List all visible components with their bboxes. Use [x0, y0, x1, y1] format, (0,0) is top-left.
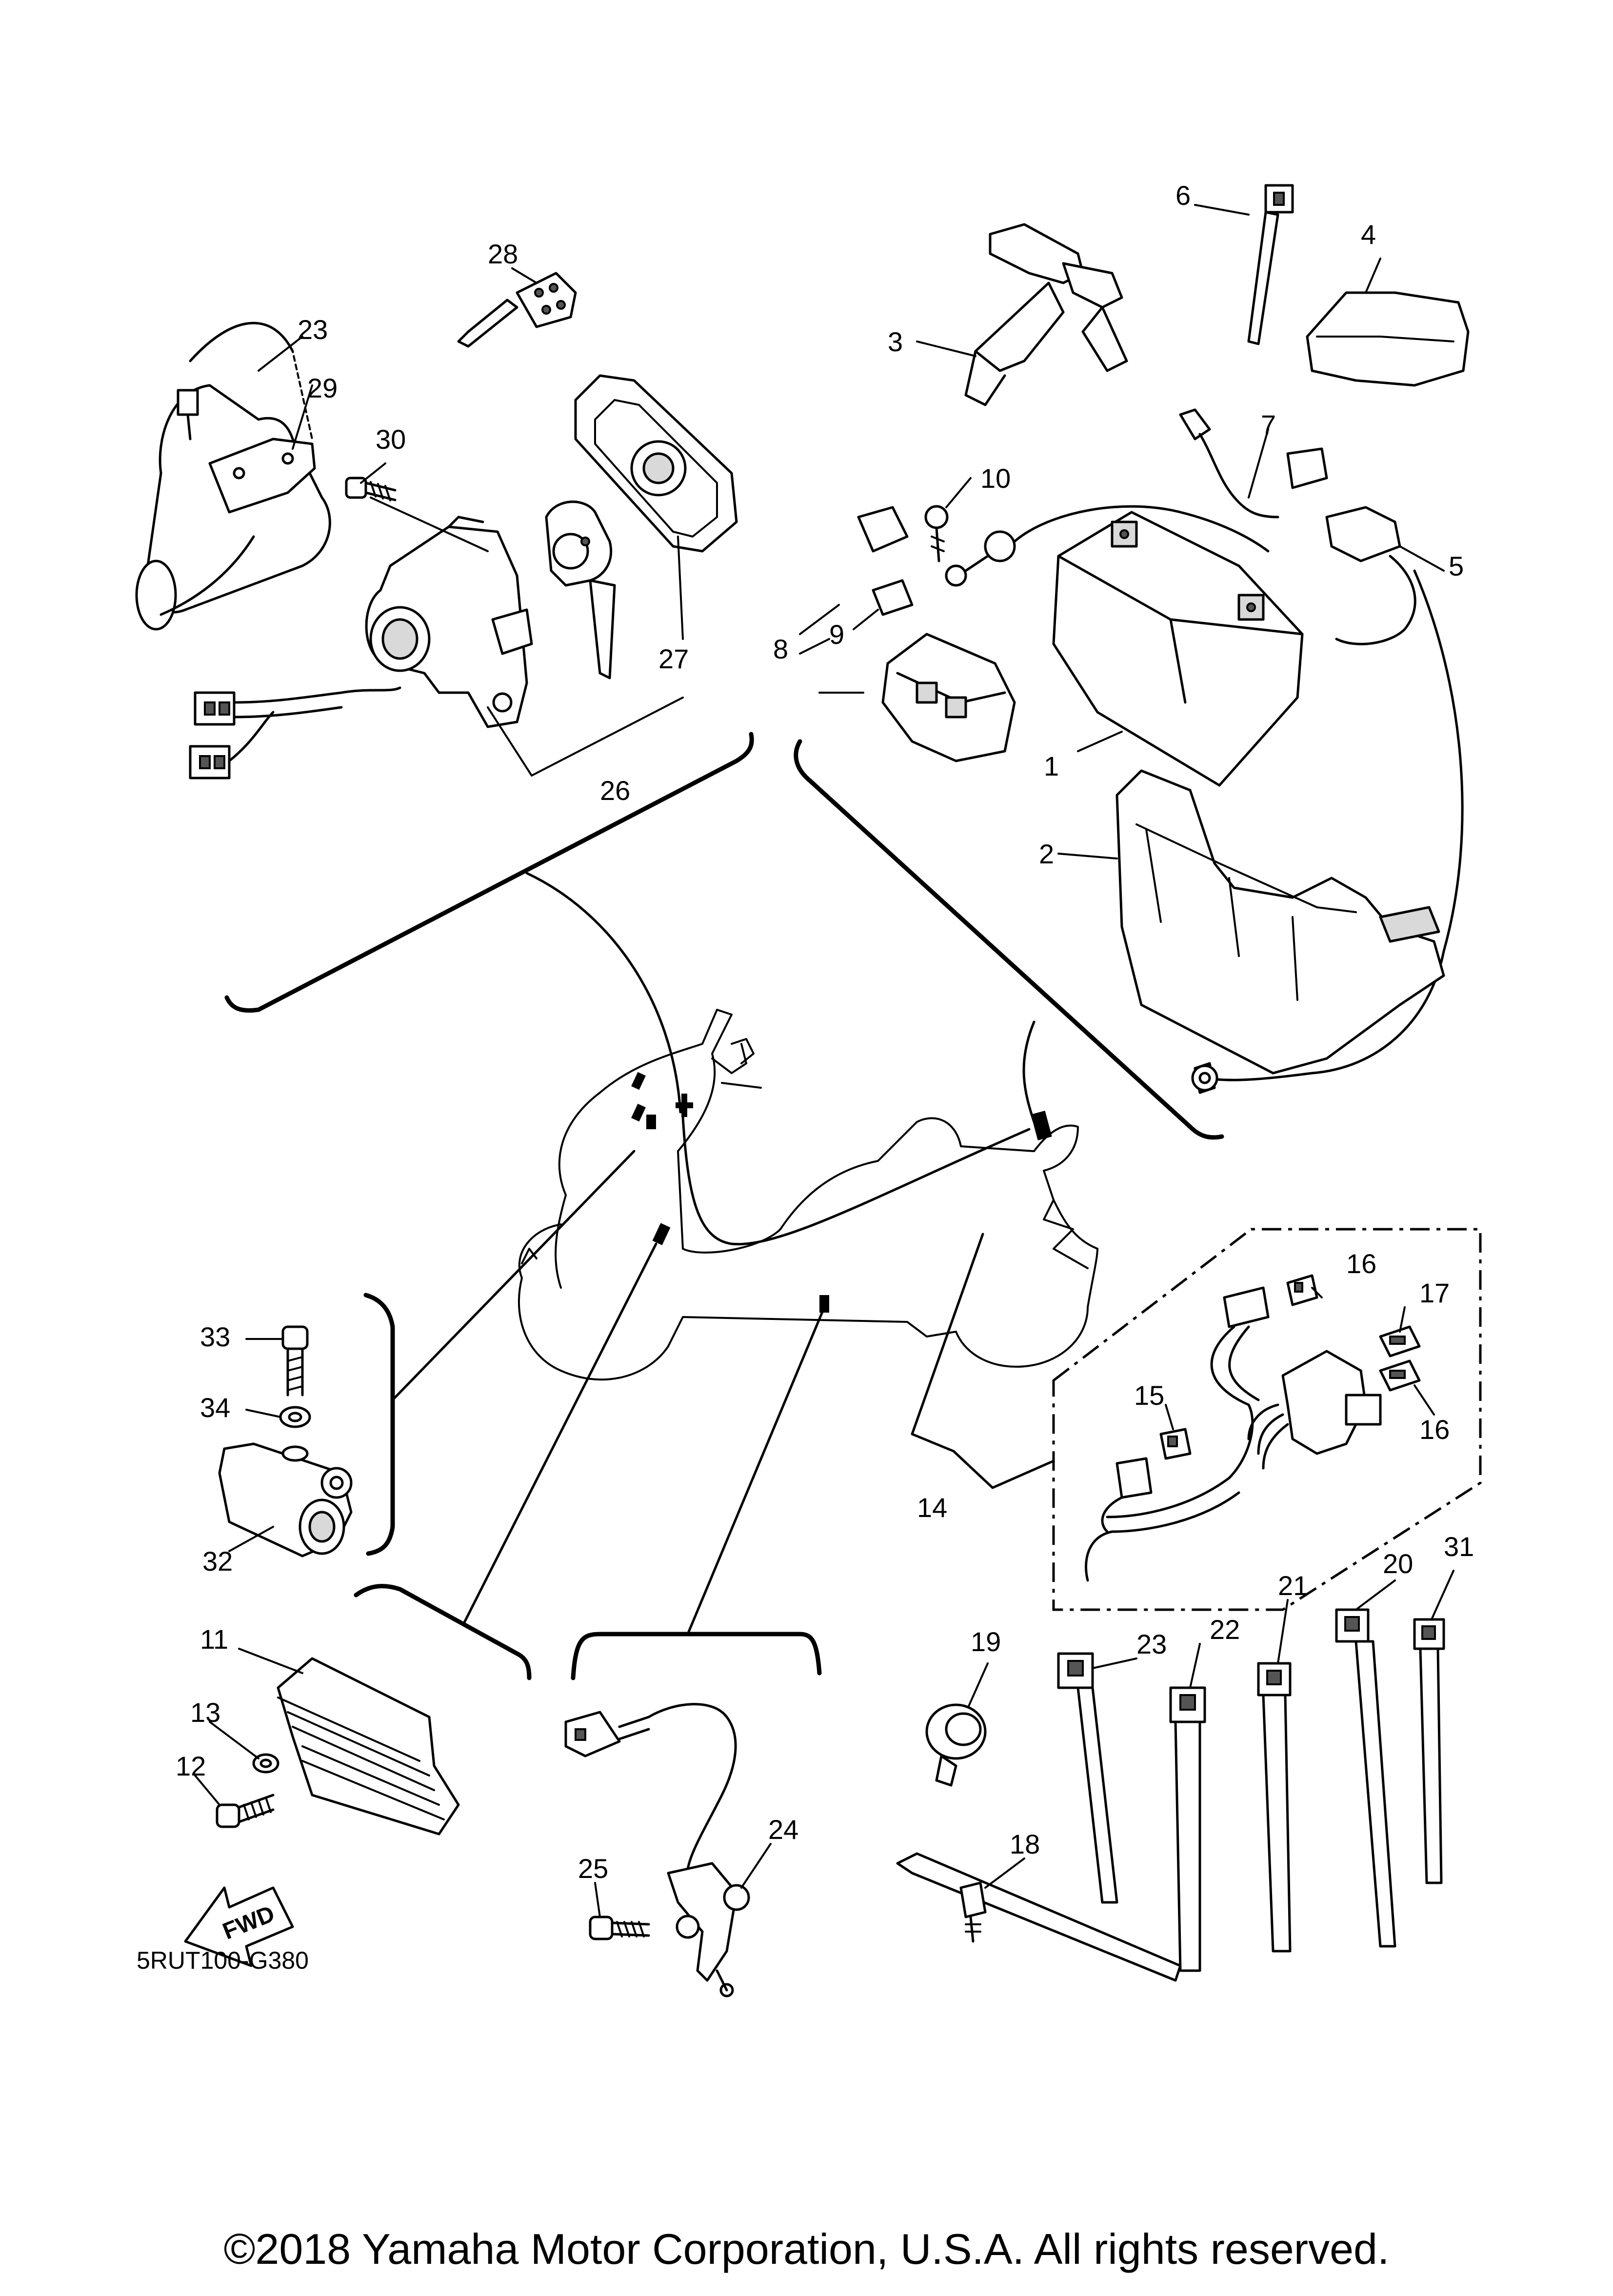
- part-wire-connectors: [189, 686, 401, 779]
- callout-1: 1: [1044, 751, 1059, 781]
- callout-15: 15: [1134, 1380, 1164, 1411]
- callout-23b: 23: [1136, 1629, 1167, 1659]
- part-cable-tie-23: [1057, 1652, 1118, 1904]
- part-screw-25: [589, 1916, 650, 1940]
- part-cover-4: [1306, 291, 1470, 387]
- callout-27: 27: [658, 643, 689, 674]
- part-key-lock: [545, 500, 616, 679]
- part-clamp-18: [896, 1852, 1182, 1982]
- callout-21: 21: [1278, 1570, 1308, 1601]
- callout-32: 32: [202, 1546, 233, 1577]
- callout-3: 3: [888, 326, 903, 357]
- group-brackets: [224, 732, 1482, 1680]
- part-bolt-33: [281, 1325, 309, 1397]
- callout-13: 13: [190, 1697, 220, 1728]
- part-sensor-32: [218, 1442, 353, 1557]
- callout-31: 31: [1444, 1531, 1474, 1562]
- part-cable-tie-31: [1413, 1618, 1445, 1884]
- part-wire-harness-14: [1085, 1286, 1382, 1582]
- callout-11: 11: [200, 1624, 228, 1655]
- callout-17: 17: [1419, 1278, 1450, 1308]
- part-key-blank-28: [457, 272, 577, 348]
- part-battery-1: [1052, 511, 1304, 787]
- part-terminal-lead-7: [1179, 408, 1328, 519]
- callout-leaders: [194, 204, 1454, 1918]
- callout-28: 28: [488, 239, 518, 269]
- callout-5: 5: [1449, 551, 1464, 581]
- part-bolt-10: [924, 505, 949, 562]
- callout-7: 7: [1261, 409, 1276, 440]
- fwd-arrow: FWD: [184, 1886, 294, 1967]
- part-cable-tie-6: [1247, 184, 1294, 345]
- part-battery-cable-5: [1191, 506, 1464, 1094]
- callout-12: 12: [176, 1751, 206, 1781]
- part-battery-box-2: [1115, 769, 1445, 1075]
- diagram-code: 5RUT100-G380: [137, 1947, 309, 1974]
- motorcycle-outline: [518, 1009, 1098, 1381]
- part-cable-tie-21: [1257, 1662, 1292, 1953]
- part-fuse-16a: [1286, 1274, 1318, 1306]
- part-rectifier-11: [277, 1657, 460, 1836]
- part-fuse-16b: [1379, 1359, 1421, 1392]
- part-battery-band-3: [964, 223, 1128, 406]
- callout-4: 4: [1361, 219, 1376, 250]
- part-washer-13: [252, 1753, 279, 1774]
- callout-14: 14: [917, 1492, 947, 1523]
- copyright-notice: ©2018 Yamaha Motor Corporation, U.S.A. A…: [223, 2225, 1390, 2273]
- part-cable-tie-20: [1335, 1608, 1396, 1948]
- part-sensor-24: [564, 1703, 750, 1997]
- callout-29: 29: [307, 373, 338, 403]
- callout-22: 22: [1210, 1614, 1240, 1645]
- part-bolt-12: [216, 1794, 275, 1828]
- callout-30: 30: [376, 424, 406, 455]
- part-cable-tie-22: [1169, 1686, 1206, 1972]
- part-washer-34: [279, 1406, 311, 1428]
- callout-9: 9: [829, 619, 844, 650]
- callout-25: 25: [578, 1853, 608, 1884]
- callout-10: 10: [980, 463, 1011, 494]
- callout-16a: 16: [1346, 1248, 1376, 1279]
- part-lock-cover-27: [574, 374, 738, 553]
- callout-numbers: 1 2 3 4 5 6 7 8 9 10 11 12 13 14 15 16 1…: [176, 180, 1474, 1884]
- part-clamp-19: [925, 1703, 987, 1787]
- callout-26: 26: [600, 775, 630, 806]
- part-main-switch: [365, 516, 533, 728]
- part-positive-lead: [945, 505, 1270, 587]
- callout-33: 33: [200, 1321, 230, 1352]
- callout-8: 8: [773, 634, 788, 664]
- part-connector-15: [1159, 1428, 1192, 1460]
- part-antenna-bracket: [208, 438, 316, 514]
- callout-6: 6: [1175, 180, 1191, 211]
- callout-2: 2: [1039, 839, 1054, 869]
- callout-19: 19: [971, 1626, 1001, 1657]
- part-starter-relay-8: [799, 506, 1016, 762]
- callout-23a: 23: [298, 314, 328, 345]
- callout-18: 18: [1010, 1829, 1040, 1859]
- callout-16b: 16: [1419, 1414, 1450, 1445]
- callout-34: 34: [200, 1392, 230, 1423]
- callout-20: 20: [1383, 1548, 1413, 1579]
- callout-24: 24: [768, 1814, 798, 1845]
